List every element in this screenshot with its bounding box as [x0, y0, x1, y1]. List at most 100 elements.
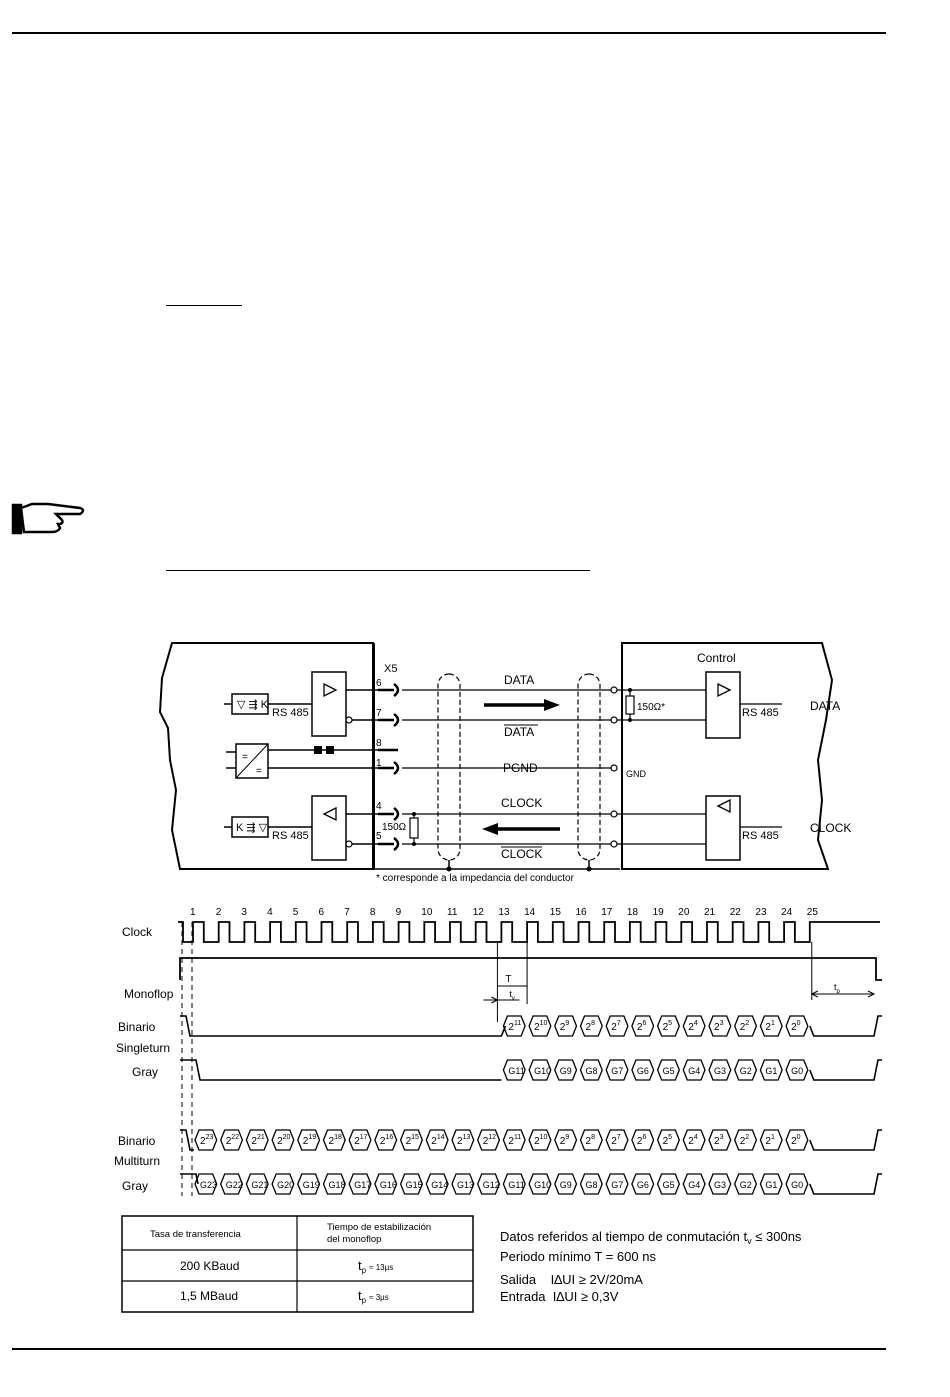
table-header-rate: Tasa de transferencia — [150, 1229, 242, 1240]
singleturn-gray-bit-label: G1 — [765, 1066, 777, 1076]
signal-clock-bar: CLOCK — [501, 847, 542, 861]
multiturn-bit — [708, 1129, 732, 1151]
clock-number: 13 — [498, 907, 510, 918]
multiturn-gray-bit — [682, 1173, 706, 1195]
resistor-right — [625, 695, 635, 715]
pin-8: 8 — [376, 738, 382, 749]
multiturn-bit — [297, 1129, 321, 1151]
multiturn-bit — [219, 1129, 244, 1151]
clock-number: 11 — [447, 907, 458, 918]
singleturn-bit-label: 24 — [688, 1020, 698, 1033]
svg-text:=: = — [256, 766, 262, 777]
singleturn-gray-bit-label: G10 — [534, 1066, 551, 1076]
multiturn-gray-bit-label: G1 — [765, 1180, 777, 1190]
clock-number: 2 — [216, 907, 222, 918]
multiturn-bit-label: 21 — [765, 1134, 775, 1147]
multiturn-gray-bit-label: G5 — [663, 1180, 675, 1190]
control-box — [621, 642, 834, 870]
monoflop-trace — [179, 957, 882, 981]
multiturn-gray-bit-label: G18 — [329, 1180, 346, 1190]
multiturn-gray-bit-label: G2 — [740, 1180, 752, 1190]
clock-trace — [178, 921, 880, 943]
singleturn-bit — [554, 1015, 578, 1037]
baud-table: Tasa de transferencia Tiempo de estabili… — [121, 1215, 474, 1313]
clock-number: 3 — [241, 907, 247, 918]
note-switching-time: Datos referidos al tiempo de conmutación… — [500, 1229, 802, 1246]
cable-shield-right — [577, 673, 601, 861]
multiturn-gray-bit-label: G3 — [714, 1180, 726, 1190]
singleturn-gray-bit — [631, 1059, 655, 1081]
singleturn-gray-bit — [733, 1059, 758, 1081]
singleturn-bit — [579, 1015, 603, 1037]
arrow-right — [544, 699, 560, 711]
multiturn-bit-label: 22 — [740, 1134, 750, 1147]
row-label-binario-1: Binario — [118, 1020, 156, 1034]
singleturn-gray-bit — [682, 1059, 706, 1081]
multiturn-bit — [374, 1129, 398, 1151]
receiver-box — [311, 795, 347, 861]
clock-number: 21 — [704, 907, 716, 918]
multiturn-gray-bit-label: G19 — [303, 1180, 320, 1190]
tp-label: tp — [834, 982, 841, 995]
pin-4: 4 — [376, 801, 382, 812]
multiturn-gray-bit-label: G17 — [354, 1180, 371, 1190]
multiturn-bit-label: 223 — [200, 1134, 213, 1147]
note-input: Entrada I∆UI ≥ 0,3V — [500, 1289, 619, 1304]
multiturn-bit-label: 220 — [277, 1134, 290, 1147]
multiturn-gray-bit-label: G6 — [637, 1180, 649, 1190]
singleturn-bit-label: 22 — [740, 1020, 750, 1033]
singleturn-gray-bit — [528, 1059, 552, 1081]
multiturn-gray-bit — [476, 1173, 501, 1195]
multiturn-gray-bit — [759, 1173, 783, 1195]
right-clock-label: CLOCK — [810, 821, 851, 835]
clock-number: 16 — [576, 907, 588, 918]
multiturn-gray-bit — [605, 1173, 629, 1195]
singleturn-gray-bit — [785, 1059, 809, 1081]
multiturn-bit — [605, 1129, 629, 1151]
multiturn-gray-bit-label: G11 — [508, 1180, 524, 1190]
clock-number: 9 — [396, 907, 402, 918]
singleturn-bit — [656, 1015, 681, 1037]
multiturn-bit — [528, 1129, 552, 1151]
multiturn-bit — [476, 1129, 501, 1151]
notes: Datos referidos al tiempo de conmutación… — [500, 1229, 802, 1304]
multiturn-gray-bit-label: G0 — [791, 1180, 803, 1190]
table-time-2: tp≈ 3µs — [358, 1288, 389, 1305]
multiturn-gray-bit — [425, 1173, 449, 1195]
row-label-gray-1: Gray — [132, 1065, 158, 1079]
clock-number: 19 — [653, 907, 665, 918]
singleturn-bit-label: 27 — [611, 1020, 621, 1033]
clock-number: 15 — [550, 907, 562, 918]
singleturn-gray-bit-label: G11 — [508, 1066, 524, 1076]
multiturn-bit — [451, 1129, 475, 1151]
singleturn-gray-bit-label: G7 — [611, 1066, 623, 1076]
multiturn-bit-label: 212 — [483, 1134, 496, 1147]
clock-number: 24 — [781, 907, 793, 918]
resistor-left — [409, 817, 419, 839]
singleturn-gray-bit — [656, 1059, 681, 1081]
multiturn-gray-bit-label: G23 — [200, 1180, 217, 1190]
singleturn-gray-bit-label: G4 — [688, 1066, 700, 1076]
multiturn-gray-bit — [374, 1173, 398, 1195]
multiturn-bit — [656, 1129, 681, 1151]
row-label-monoflop: Monoflop — [124, 987, 174, 1001]
rs485-label-1: RS 485 — [272, 707, 309, 719]
singleturn-gray-bit-label: G2 — [740, 1066, 752, 1076]
row-label-clock: Clock — [122, 925, 153, 939]
singleturn-gray-bit — [502, 1059, 526, 1081]
multiturn-bit — [271, 1129, 295, 1151]
multiturn-bit — [759, 1129, 783, 1151]
multiturn-bit — [322, 1129, 346, 1151]
row-label-gray-2: Gray — [122, 1179, 148, 1193]
singleturn-bit — [785, 1015, 809, 1037]
multiturn-gray-bit-label: G13 — [457, 1180, 474, 1190]
multiturn-bit-label: 216 — [380, 1134, 393, 1147]
pin-6: 6 — [376, 678, 382, 689]
multiturn-binary-tail — [809, 1129, 882, 1151]
multiturn-bit-label: 211 — [508, 1134, 521, 1147]
